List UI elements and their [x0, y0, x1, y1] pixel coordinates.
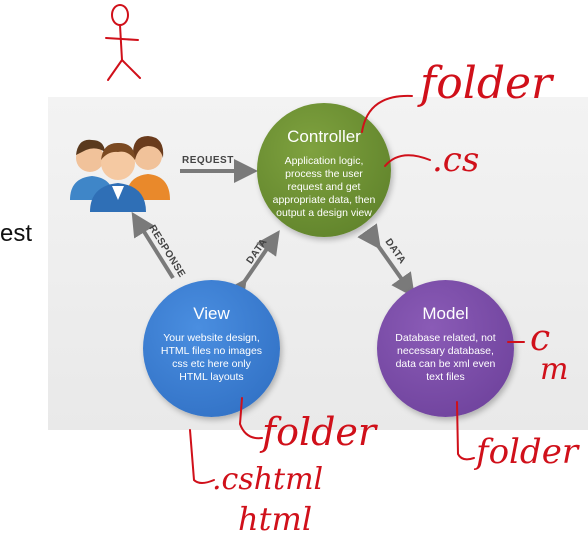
view-circle: View Your website design, HTML files no …: [143, 280, 280, 417]
view-folder-note: folder: [262, 410, 377, 454]
view-controller-arrow: [223, 230, 280, 305]
controller-desc: Application logic, process the user requ…: [272, 155, 376, 219]
cropped-side-text: est: [0, 220, 33, 247]
model-desc: Database related, not necessary database…: [395, 332, 496, 383]
model-folder-note: folder: [476, 432, 579, 472]
view-cshtml-note: .cshtml: [212, 462, 324, 497]
request-label: REQUEST: [182, 155, 234, 166]
controller-model-arrow: [357, 223, 415, 298]
stick-figure-icon: [105, 4, 141, 81]
view-html-note: html: [238, 500, 313, 538]
response-arrow: [131, 211, 175, 280]
model-circle: Model Database related, not necessary da…: [377, 280, 514, 417]
controller-circle: Controller Application logic, process th…: [257, 103, 391, 237]
model-title: Model: [422, 304, 469, 323]
view-title: View: [193, 304, 230, 323]
controller-cs-note: .cs: [432, 140, 480, 180]
controller-title: Controller: [287, 127, 361, 146]
controller-folder-note: folder: [420, 58, 553, 109]
view-desc: Your website design, HTML files no image…: [160, 332, 263, 383]
model-m-note: m: [540, 352, 569, 387]
model-c-note: c: [530, 318, 551, 359]
